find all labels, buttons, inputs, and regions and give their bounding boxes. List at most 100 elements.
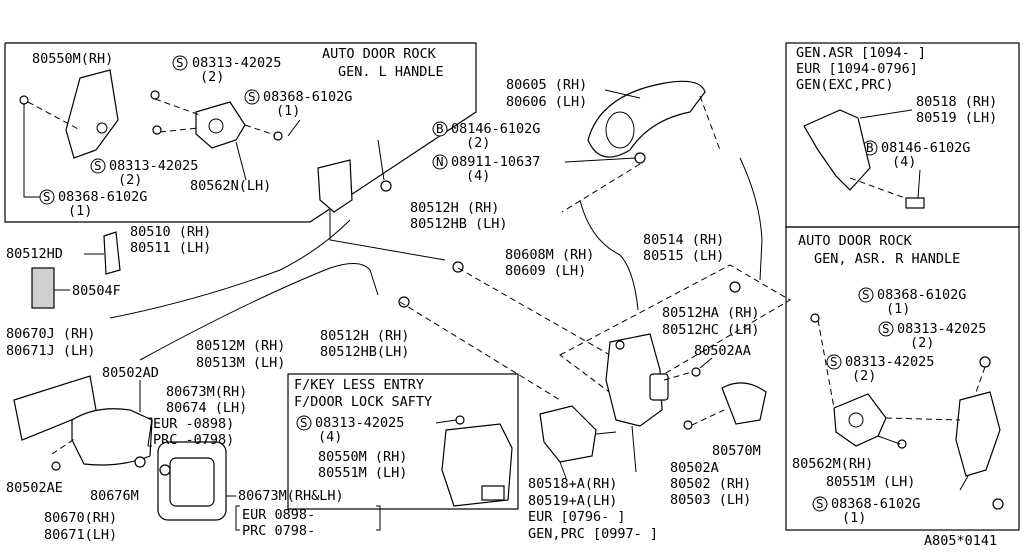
group-title: GEN.ASR [1094- ] <box>796 45 926 61</box>
part-label-08368: 08368-6102G <box>263 89 352 105</box>
part-label-08313: 08313-42025 <box>192 55 281 71</box>
lock-cover-part <box>539 405 597 463</box>
part-label-80512hb: 80512HB (LH) <box>410 216 508 232</box>
part-label-08313-a: 08313-42025 <box>897 321 986 337</box>
part-label-80608m: 80608M (RH) <box>505 247 594 263</box>
part-label-08911: 08911-10637 <box>451 154 540 170</box>
b-marker-letter: B <box>866 140 874 155</box>
door-lock-assembly <box>539 333 767 479</box>
s-marker-letter: S <box>300 415 308 430</box>
screw-icon <box>134 456 146 468</box>
group-subtitle: GEN, ASR. R HANDLE <box>814 251 960 267</box>
part-label-80550m: 80550M(RH) <box>32 51 113 67</box>
s-marker-icon <box>296 415 312 431</box>
screw-icon <box>810 313 820 323</box>
eur-range-a: EUR -0898) <box>153 416 234 432</box>
lock-lever-part <box>955 391 1001 477</box>
part-label-08368-b: 08368-6102G <box>831 496 920 512</box>
qty-label: (2) <box>466 135 490 151</box>
part-label-80673m: 80673M(RH) <box>166 384 247 400</box>
part-label-80515: 80515 (LH) <box>643 248 724 264</box>
part-label-80502ae: 80502AE <box>6 480 63 496</box>
group-title: F/KEY LESS ENTRY <box>294 377 424 393</box>
clip-part <box>103 231 121 275</box>
b-marker-icon <box>432 121 448 137</box>
clip-icon <box>729 281 741 293</box>
screw-icon <box>19 95 29 105</box>
part-label-80519a: 80519+A(LH) <box>528 493 617 509</box>
part-label-80551m: 80551M (LH) <box>318 465 407 481</box>
s-marker-icon <box>244 89 260 105</box>
cushion-part <box>31 267 55 309</box>
s-marker-letter: S <box>94 158 102 173</box>
qty-label: (4) <box>466 168 490 184</box>
clip-icon <box>398 296 410 308</box>
part-label-80511: 80511 (LH) <box>130 240 211 256</box>
screw-icon <box>150 90 160 100</box>
part-label-80512hb-b: 80512HB(LH) <box>320 344 409 360</box>
part-label-08313-b: 08313-42025 <box>109 158 198 174</box>
eur-range-b: EUR 0898- <box>242 507 315 523</box>
part-label-80562m: 80562M(RH) <box>792 456 873 472</box>
rod-assembly <box>109 139 791 401</box>
part-label-80671j: 80671J (LH) <box>6 343 95 359</box>
part-label-08368: 08368-6102G <box>877 287 966 303</box>
qty-label: (4) <box>892 154 916 170</box>
s-marker-icon <box>172 55 188 71</box>
part-label-80609: 80609 (LH) <box>505 263 586 279</box>
s-marker-icon <box>826 354 842 370</box>
eur-range-c: EUR [0796- ] <box>528 509 626 525</box>
prc-range-b: PRC 0798- <box>242 523 315 539</box>
gen-prc-range: GEN,PRC [0997- ] <box>528 526 658 542</box>
s-marker-icon <box>858 287 874 303</box>
part-label-80512ha: 80512HA (RH) <box>662 305 760 321</box>
part-label-80676m: 80676M <box>90 488 139 504</box>
part-label-80512hd: 80512HD <box>6 246 63 262</box>
part-label-80514: 80514 (RH) <box>643 232 724 248</box>
screw-icon <box>691 367 701 377</box>
group-subtitle: F/DOOR LOCK SAFTY <box>294 394 432 410</box>
qty-label: (2) <box>200 69 224 85</box>
part-label-80570m: 80570M <box>712 443 761 459</box>
part-label-08146: 08146-6102G <box>451 121 540 137</box>
qty-label: (1) <box>886 301 910 317</box>
part-label-80512h-b: 80512H (RH) <box>320 328 409 344</box>
nut-icon <box>634 152 646 164</box>
part-label-80673m-b: 80673M(RH&LH) <box>238 488 344 504</box>
part-label-80503: 80503 (LH) <box>670 492 751 508</box>
inside-handle-part <box>71 408 153 466</box>
group-title: AUTO DOOR ROCK <box>322 46 437 62</box>
group-keyless-entry: F/KEY LESS ENTRY F/DOOR LOCK SAFTY S 083… <box>287 373 519 510</box>
screw-icon <box>455 415 465 425</box>
diagram-reference: A805*0141 <box>924 533 997 549</box>
outside-handle-part <box>561 80 721 213</box>
group-auto-door-lock-l: AUTO DOOR ROCK GEN. L HANDLE 80550M(RH) … <box>4 42 477 223</box>
qty-label: (1) <box>842 510 866 526</box>
s-marker-letter: S <box>882 321 890 336</box>
s-marker-letter: S <box>43 189 51 204</box>
n-marker-icon <box>432 154 448 170</box>
part-label-80671: 80671(LH) <box>44 527 117 543</box>
group-gen-asr: GEN.ASR [1094- ] EUR [1094-0796] GEN(EXC… <box>785 42 1020 228</box>
part-label-08313: 08313-42025 <box>315 415 404 431</box>
part-label-80513m: 80513M (LH) <box>196 355 285 371</box>
bracket-part <box>803 109 871 191</box>
s-marker-letter: S <box>176 55 184 70</box>
lock-lever-part <box>65 69 119 159</box>
prc-range-a: PRC -0798) <box>153 432 234 448</box>
screw-icon <box>152 125 162 135</box>
bolt-icon <box>905 197 925 209</box>
part-label-80562n: 80562N(LH) <box>190 178 271 194</box>
group-subtitle: GEN. L HANDLE <box>338 64 444 80</box>
qty-label: (2) <box>852 368 876 384</box>
part-label-08368-b: 08368-6102G <box>58 189 147 205</box>
group-subtitle: GEN(EXC,PRC) <box>796 77 894 93</box>
part-label-08146: 08146-6102G <box>881 140 970 156</box>
screw-icon <box>897 439 907 449</box>
part-label-80502ad: 80502AD <box>102 365 159 381</box>
screw-icon <box>273 131 283 141</box>
qty-label: (2) <box>910 335 934 351</box>
part-label-08313-b: 08313-42025 <box>845 354 934 370</box>
inside-handle-assembly <box>13 375 227 521</box>
s-marker-icon <box>878 321 894 337</box>
